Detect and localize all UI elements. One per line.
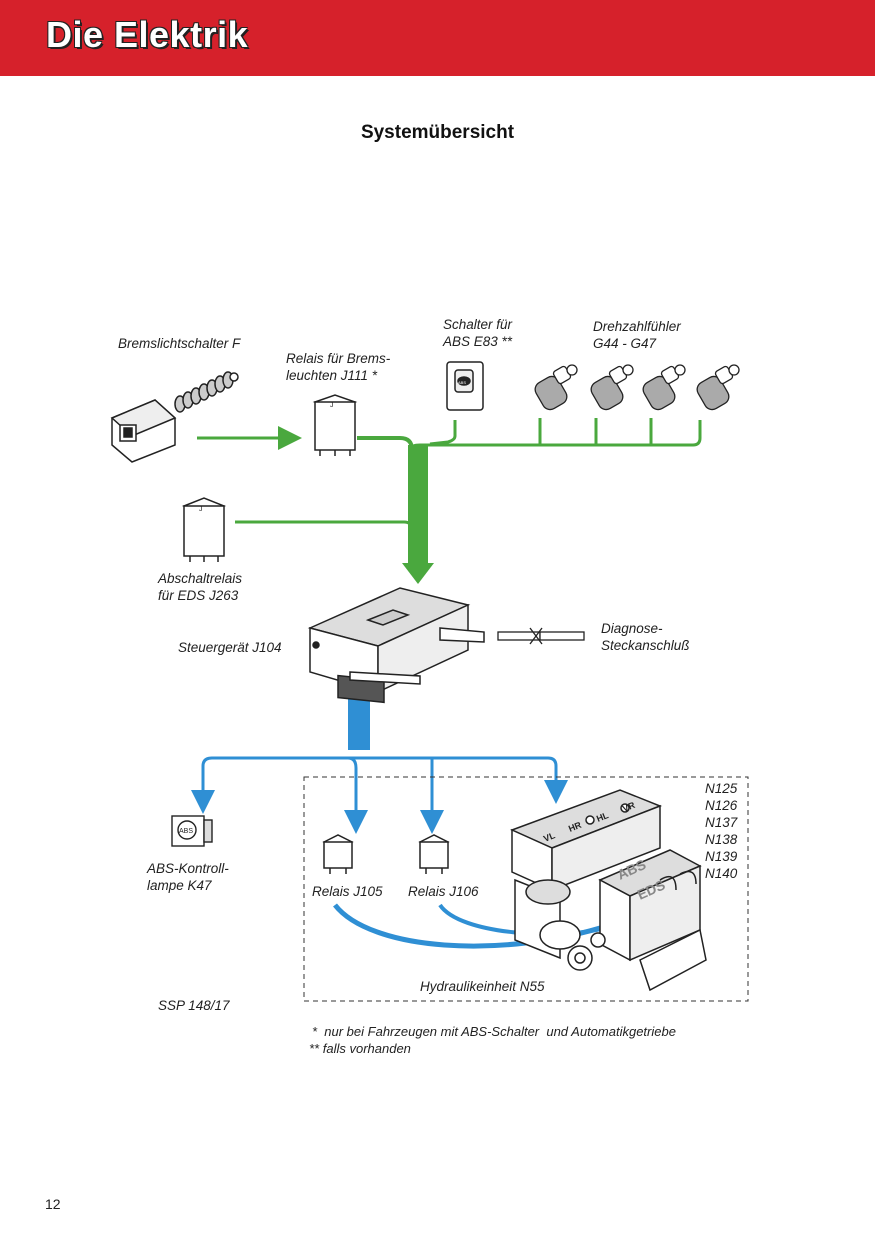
lamp-line bbox=[191, 756, 215, 814]
label-hydraulikeinheit: Hydraulikeinheit N55 bbox=[420, 979, 545, 994]
header-title: Die Elektrik bbox=[46, 14, 249, 55]
hydraulic-group-box bbox=[303, 776, 749, 1002]
svg-text:J: J bbox=[199, 506, 203, 513]
label-abschaltrelais: Abschaltrelais für EDS J263 bbox=[158, 571, 243, 603]
cutoff-relay-j263-icon: J bbox=[181, 497, 227, 562]
label-relais-j105: Relais J105 bbox=[312, 884, 383, 899]
svg-text:ABS: ABS bbox=[458, 380, 466, 385]
section-title: Systemübersicht bbox=[360, 122, 515, 143]
brake-light-switch-icon bbox=[110, 371, 239, 463]
label-steuergeraet: Steuergerät J104 bbox=[178, 640, 282, 655]
svg-text:ABS: ABS bbox=[179, 828, 193, 835]
label-relais-j106: Relais J106 bbox=[408, 884, 479, 899]
hydraulic-line bbox=[212, 756, 568, 804]
label-abs-kontrolllampe: ABS-Kontroll- lampe K47 bbox=[147, 861, 229, 893]
speed-sensor-g44-icon bbox=[534, 364, 578, 411]
label-relais-bremsleuchten: Relais für Brems- leuchten J111 * bbox=[286, 351, 391, 383]
header-bar: Die Elektrik bbox=[0, 0, 875, 76]
relay-j105-icon bbox=[322, 834, 354, 874]
label-schalter-abs: Schalter für ABS E83 ** bbox=[443, 317, 513, 349]
cutoff-relay-line bbox=[235, 520, 414, 531]
label-drehzahlfuehler: Drehzahlfühler G44 - G47 bbox=[593, 319, 681, 351]
control-unit-j104-icon bbox=[307, 587, 485, 704]
relay-j106-to-hydraulic bbox=[438, 903, 606, 936]
svg-text:HR: HR bbox=[567, 820, 583, 834]
hydraulic-unit-n55-icon: VL HR HL VR ABS EDS bbox=[510, 789, 707, 992]
speed-sensors-group bbox=[534, 364, 740, 411]
svg-text:HL: HL bbox=[595, 810, 610, 824]
speed-sensor-g45-icon bbox=[590, 364, 634, 411]
svg-text:VR: VR bbox=[621, 800, 637, 814]
speed-sensor-g47-icon bbox=[696, 364, 740, 411]
footnote-double: ** falls vorhanden bbox=[309, 1041, 411, 1056]
relay-j105-line bbox=[344, 756, 368, 834]
input-trunk bbox=[408, 445, 428, 565]
label-diagnose: Diagnose- Steckanschluß bbox=[601, 621, 690, 653]
footnote-single: * nur bei Fahrzeugen mit ABS-Schalter un… bbox=[312, 1024, 676, 1039]
diagnostic-connector-icon bbox=[497, 627, 585, 645]
label-valves: N125 N126 N137 N138 N139 N140 bbox=[705, 781, 738, 881]
svg-text:J: J bbox=[330, 402, 334, 409]
speed-sensor-g46-icon bbox=[642, 364, 686, 411]
abs-warning-lamp-icon: ABS bbox=[171, 815, 213, 847]
abs-switch-line bbox=[429, 420, 457, 446]
relay-j106-icon bbox=[418, 834, 450, 874]
output-signal-lines bbox=[191, 756, 568, 834]
input-signal-lines bbox=[197, 418, 702, 531]
relay-j111-line bbox=[357, 436, 414, 451]
ssp-reference: SSP 148/17 bbox=[158, 998, 230, 1013]
input-arrow-head bbox=[402, 563, 434, 584]
page-number: 12 bbox=[45, 1196, 61, 1212]
svg-text:VL: VL bbox=[542, 830, 557, 844]
label-bremslichtschalter: Bremslichtschalter F bbox=[118, 336, 241, 351]
abs-switch-icon: ABS bbox=[446, 361, 484, 411]
relay-j111-icon: J bbox=[312, 394, 358, 456]
output-trunk bbox=[348, 688, 370, 750]
